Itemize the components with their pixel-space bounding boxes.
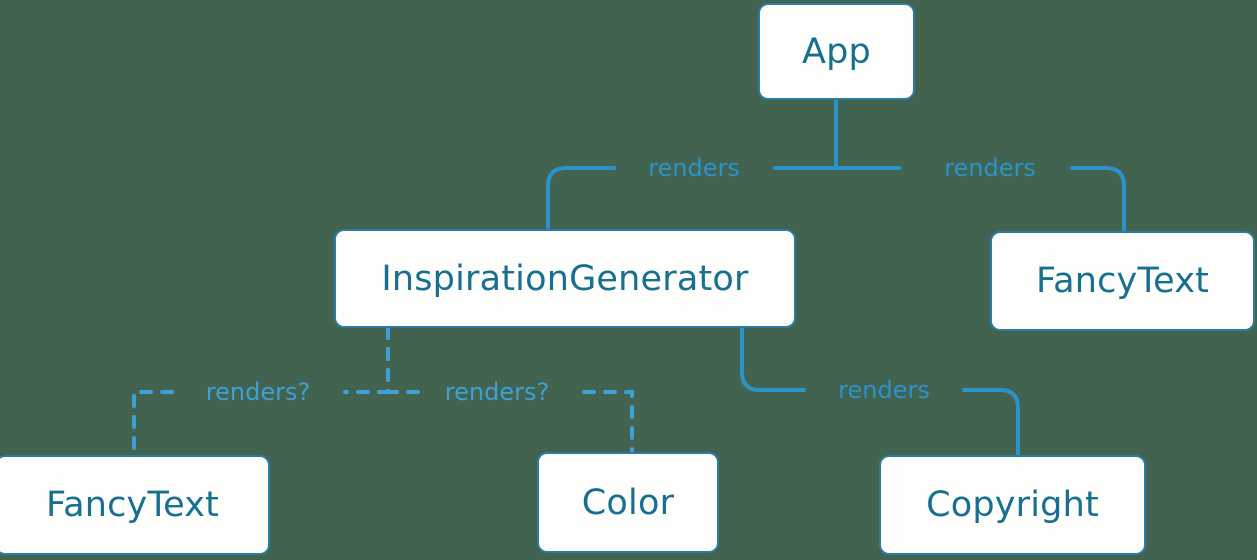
node-inspirationgenerator-label: InspirationGenerator [381, 258, 749, 299]
node-color-label: Color [581, 482, 675, 523]
node-copyright[interactable]: Copyright [879, 455, 1146, 555]
node-app-label: App [802, 31, 871, 72]
edge-label-app-to-inspiration: renders [648, 154, 740, 182]
node-app[interactable]: App [758, 3, 915, 100]
node-color[interactable]: Color [537, 452, 719, 553]
node-fancytext-bottom[interactable]: FancyText [0, 455, 270, 555]
edge-app-to-fancytext [834, 98, 1126, 233]
node-fancytext-bottom-label: FancyText [45, 485, 220, 525]
node-fancytext-top[interactable]: FancyText [990, 231, 1255, 331]
edge-inspiration-to-color [386, 326, 634, 454]
node-inspirationgenerator[interactable]: InspirationGenerator [334, 229, 796, 328]
edge-label-inspiration-to-copyright: renders [838, 376, 930, 404]
edge-label-inspiration-to-color: renders? [444, 378, 550, 406]
edge-label-app-to-fancytext: renders [944, 154, 1036, 182]
edge-inspiration-to-copyright [740, 326, 1020, 457]
edge-label-inspiration-to-fancytext: renders? [205, 378, 311, 406]
node-copyright-label: Copyright [926, 485, 1099, 525]
node-fancytext-top-label: FancyText [1035, 261, 1210, 301]
